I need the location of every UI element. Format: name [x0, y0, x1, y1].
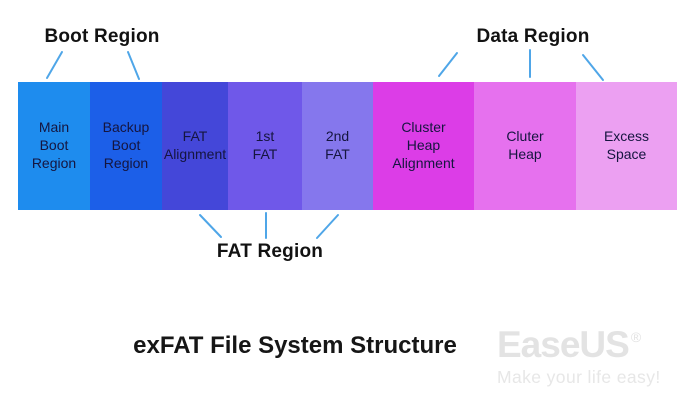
block-label: FAT Alignment	[163, 128, 227, 162]
block-label: 1st FAT	[252, 128, 278, 162]
boot-region-label: Boot Region	[44, 26, 160, 47]
connector-fat-alignment	[199, 214, 222, 238]
connector-data-excess-space	[582, 54, 604, 81]
connector-boot-backup	[127, 51, 140, 80]
block-label: Backup Boot Region	[102, 119, 150, 171]
block-excess-space: Excess Space	[576, 82, 677, 210]
fat-region-label: FAT Region	[216, 241, 324, 262]
data-region-label: Data Region	[476, 26, 590, 47]
structure-bar: Main Boot Region Backup Boot Region FAT Al…	[18, 82, 677, 210]
block-label: 2nd FAT	[325, 128, 350, 162]
block-cluter-heap: Cluter Heap	[474, 82, 576, 210]
connector-boot-main	[46, 51, 63, 79]
block-label: Excess Space	[603, 128, 650, 162]
block-backup-boot-region: Backup Boot Region	[90, 82, 162, 210]
block-main-boot-region: Main Boot Region	[18, 82, 90, 210]
block-fat-alignment: FAT Alignment	[162, 82, 228, 210]
block-1st-fat: 1st FAT	[228, 82, 302, 210]
connector-fat-2nd	[316, 214, 339, 239]
block-label: Main Boot Region	[31, 119, 77, 171]
easeus-tagline: Make your life easy!	[497, 367, 661, 387]
registered-trademark-icon: ®	[630, 329, 642, 345]
easeus-logo: EaseUS® Make your life easy!	[497, 324, 661, 388]
easeus-logo-row: EaseUS®	[497, 324, 661, 366]
block-label: Cluster Heap Alignment	[392, 119, 455, 171]
diagram-title: exFAT File System Structure	[133, 332, 457, 359]
block-2nd-fat: 2nd FAT	[302, 82, 373, 210]
block-cluster-heap-alignment: Cluster Heap Alignment	[373, 82, 474, 210]
easeus-logo-text: EaseUS	[497, 324, 630, 365]
block-label: Cluter Heap	[506, 128, 544, 162]
connector-data-cluster-heap-alignment	[438, 52, 458, 77]
